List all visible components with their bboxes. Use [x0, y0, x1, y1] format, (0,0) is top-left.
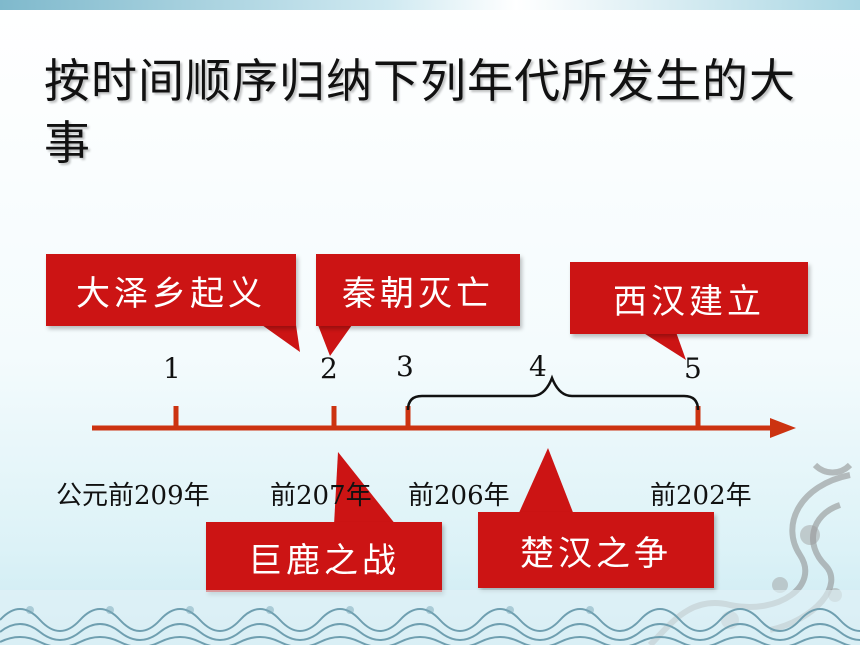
pointer-qin	[318, 325, 352, 356]
marker-4: 4	[529, 350, 547, 383]
marker-1: 1	[163, 352, 181, 385]
pointer-chuhan	[518, 448, 574, 515]
marker-3: 3	[396, 350, 414, 383]
year-209bc: 公元前209年	[56, 481, 210, 511]
marker-2: 2	[320, 352, 338, 385]
year-206bc: 前206年	[408, 481, 510, 511]
timeline-arrow-icon	[770, 418, 796, 438]
callout-qin: 秦朝灭亡	[316, 254, 520, 326]
pointer-xihan	[642, 332, 686, 360]
period-brace	[406, 374, 700, 411]
pointer-daze	[262, 325, 300, 352]
marker-5: 5	[684, 352, 702, 385]
wave-border-icon	[0, 590, 860, 645]
year-207bc: 前207年	[270, 481, 372, 511]
callout-julu: 巨鹿之战	[206, 522, 442, 592]
callout-daze: 大泽乡起义	[46, 254, 296, 326]
year-202bc: 前202年	[650, 481, 752, 511]
page-title: 按时间顺序归纳下列年代所发生的大事	[44, 54, 796, 170]
callout-chuhan: 楚汉之争	[478, 512, 714, 588]
callout-xihan: 西汉建立	[570, 262, 808, 334]
top-accent-bar	[0, 0, 860, 10]
pointer-julu	[334, 452, 396, 525]
